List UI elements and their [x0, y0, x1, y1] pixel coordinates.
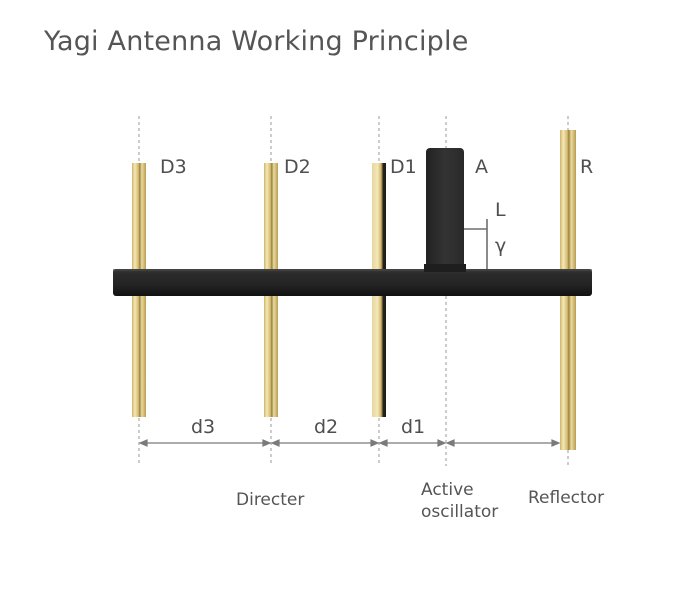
label-active: A — [475, 156, 488, 178]
label-d2: D2 — [284, 156, 311, 178]
caption-active-line1: Active — [421, 480, 474, 500]
spacing-dimension-lines — [138, 439, 561, 447]
caption-reflector: Reflector — [528, 488, 605, 508]
label-gamma: γ — [495, 235, 507, 257]
label-reflector: R — [580, 156, 594, 178]
label-spacing-d3: d3 — [191, 416, 216, 438]
label-d3: D3 — [160, 156, 187, 178]
gamma-match — [464, 219, 488, 269]
label-spacing-d1: d1 — [401, 416, 426, 438]
label-spacing-d2: d2 — [314, 416, 339, 438]
caption-active-line2: oscillator — [421, 502, 499, 522]
caption-directer: Directer — [236, 490, 305, 510]
center-lines — [138, 116, 569, 466]
active-element — [424, 148, 466, 272]
label-length: L — [495, 199, 506, 221]
boom — [113, 269, 592, 296]
page-title: Yagi Antenna Working Principle — [44, 26, 469, 57]
label-d1: D1 — [390, 156, 417, 178]
